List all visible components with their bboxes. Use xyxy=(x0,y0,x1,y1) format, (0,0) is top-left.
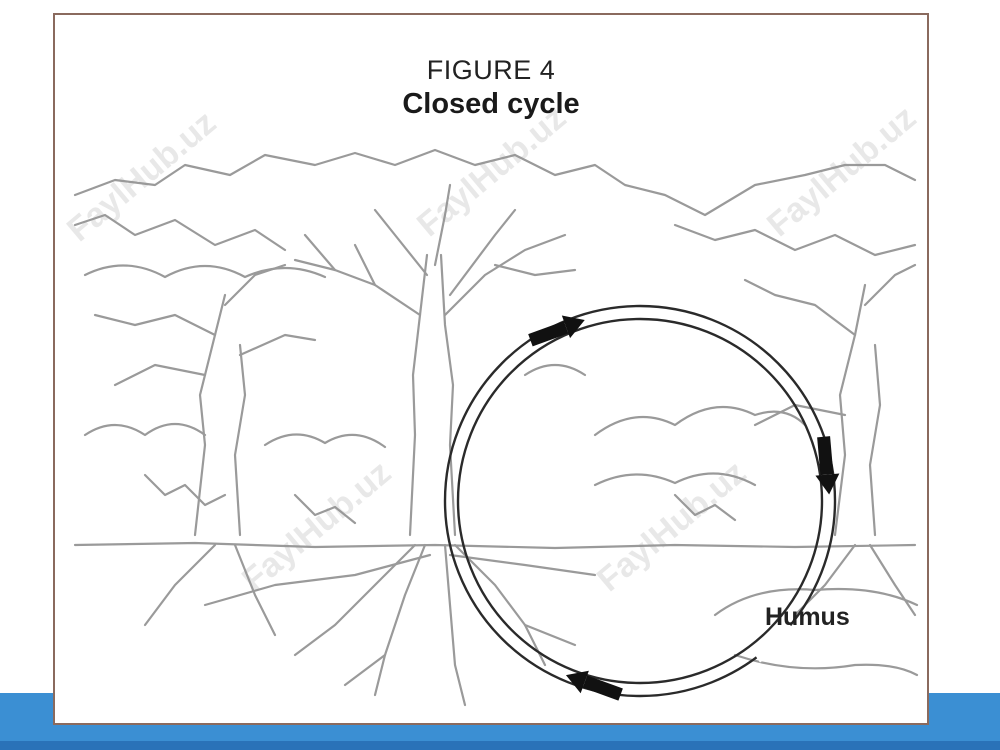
forest-sketch xyxy=(73,148,919,707)
humus-label: Humus xyxy=(765,603,850,631)
canopy-outline xyxy=(73,148,917,217)
figure-title: Closed cycle xyxy=(402,88,580,120)
ground-line xyxy=(73,541,917,550)
figure-label: FIGURE 4 xyxy=(426,55,556,85)
left-tree xyxy=(193,293,227,537)
figure-frame: FIGURE 4 Closed cycle xyxy=(53,13,929,725)
cycle-ring xyxy=(443,304,837,698)
cycle-arrow-top xyxy=(528,315,585,347)
bottom-accent-line xyxy=(0,741,1000,750)
central-trunk xyxy=(408,253,429,537)
cycle-arrow-bottom xyxy=(565,670,623,701)
right-tree xyxy=(833,283,867,537)
sketch-lines xyxy=(73,148,919,707)
cycle-arrow-right xyxy=(815,436,840,495)
humus-patch xyxy=(713,587,919,617)
roots xyxy=(293,543,417,657)
